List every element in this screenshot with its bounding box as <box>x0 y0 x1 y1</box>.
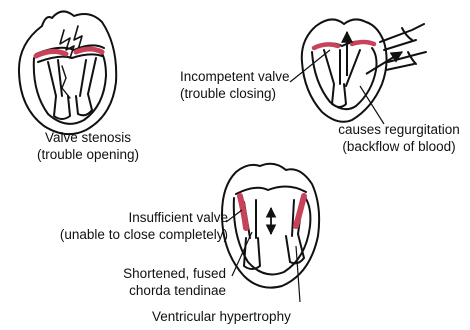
regurgitation-label-line2: (backflow of blood) <box>326 138 470 155</box>
leader-regurgitation <box>360 86 384 124</box>
incompetent-heart-illustration <box>302 19 426 121</box>
insufficient-label-line2: (unable to close completely) <box>6 226 228 243</box>
hypertrophy-label: Ventricular hypertrophy <box>152 308 291 325</box>
insufficient-label-line1: Insufficient valve <box>6 209 228 226</box>
incompetent-label-line2: (trouble closing) <box>180 85 290 102</box>
incompetent-label: Incompetent valve (trouble closing) <box>180 68 290 102</box>
regurgitation-label: causes regurgitation (backflow of blood) <box>326 121 470 155</box>
incompetent-red-leaflet-left <box>314 44 338 48</box>
stenosis-red-leaflet-right <box>76 49 102 52</box>
chordae-label-line1: Shortened, fused <box>80 265 226 282</box>
stenosis-label-line2: (trouble opening) <box>18 146 158 163</box>
stenosis-heart-illustration <box>19 11 116 134</box>
insufficient-red-leaflet-right <box>296 196 304 226</box>
insufficient-red-leaflet-left <box>240 196 246 228</box>
incompetent-red-leaflet-right <box>352 42 374 44</box>
stenosis-red-leaflet-left <box>36 51 66 56</box>
backflow-side-arrow <box>366 52 402 74</box>
stenosis-label-line1: Valve stenosis <box>18 129 158 146</box>
insufficient-label: Insufficient valve (unable to close comp… <box>6 209 228 243</box>
leader-incompetent <box>290 50 330 82</box>
regurgitation-label-line1: causes regurgitation <box>326 121 470 138</box>
chordae-label: Shortened, fused chorda tendinae <box>80 265 226 299</box>
stenosis-label: Valve stenosis (trouble opening) <box>18 129 158 163</box>
incompetent-label-line1: Incompetent valve <box>180 68 290 85</box>
chordae-label-line2: chorda tendinae <box>80 282 226 299</box>
